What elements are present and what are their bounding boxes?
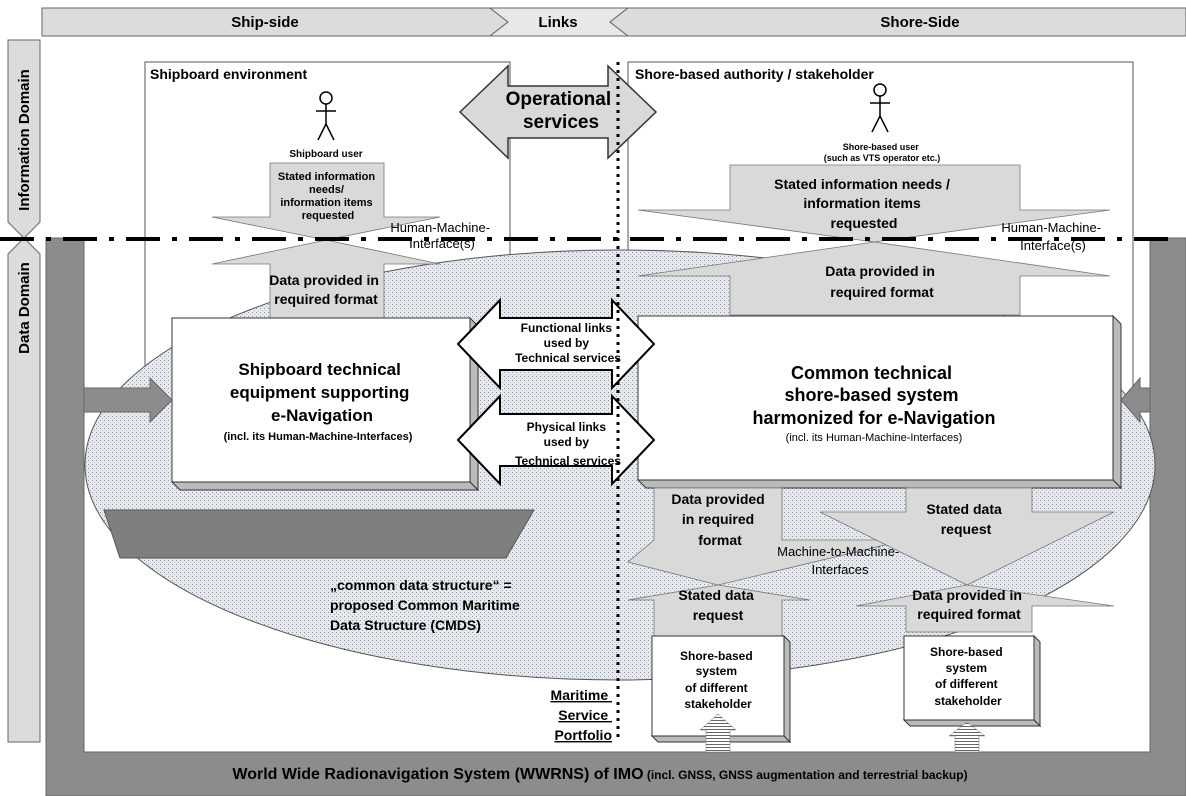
- stakeholder-box-right-text: Shore-based system of different stakehol…: [930, 645, 1006, 708]
- m2m-data-provided-down-text: Data provided in required format: [671, 491, 768, 548]
- functional-links-arrow: [456, 297, 656, 391]
- ship-side-label: Ship-side: [231, 14, 299, 31]
- m2m-stated-request-up-text: Stated data request: [678, 587, 757, 623]
- shore-user-label: Shore-based user (such as VTS operator e…: [824, 142, 941, 163]
- ship-hull: [103, 509, 535, 559]
- shore-side-banner: [609, 7, 1186, 37]
- ship-data-provided-text: Data provided in required format: [269, 272, 383, 307]
- shore-info-needs-text: Stated information needs / information i…: [774, 176, 954, 231]
- physical-links-arrow: [456, 393, 656, 487]
- right-wwrns-entry-arrow: [1120, 376, 1151, 424]
- shore-data-provided-text: Data provided in required format: [825, 263, 939, 300]
- shore-info-needs-arrow: [637, 164, 1111, 243]
- m2m-interfaces-label: Machine-to-Machine- Interfaces: [777, 544, 903, 577]
- stakeholder-box-left-text: Shore-based system of different stakehol…: [680, 649, 756, 711]
- data-domain-label: Data Domain: [16, 262, 33, 354]
- hmi-left-label: Human-Machine- Interface(s): [390, 220, 493, 251]
- information-domain-label: Information Domain: [16, 69, 33, 211]
- shore-environment-label: Shore-based authority / stakeholder: [635, 66, 874, 82]
- shipboard-equipment-box: [170, 316, 480, 492]
- m2m-data-provided-down-arrow: [627, 487, 907, 586]
- stakeholder-left-feed-arrow: [699, 713, 737, 753]
- shore-system-title: Common technical shore-based system harm…: [752, 363, 995, 428]
- m2m-stated-request-down-text: Stated data request: [926, 501, 1005, 537]
- header-bar: Ship-side Links Shore-Side: [41, 7, 1186, 37]
- m2m-data-provided-up-text: Data provided in required format: [912, 587, 1026, 622]
- shipboard-environment-label: Shipboard environment: [150, 66, 307, 82]
- left-wwrns-entry-arrow: [83, 376, 173, 424]
- operational-services-arrow: [458, 64, 658, 160]
- cmds-label: „common data structure“ = proposed Commo…: [330, 577, 524, 633]
- domain-bar: Information Domain Data Domain: [7, 39, 41, 743]
- functional-links-text: Functional links used by Technical servi…: [515, 321, 621, 365]
- shore-user-icon: [870, 83, 890, 133]
- stakeholder-right-feed-arrow: [948, 721, 986, 753]
- wwrns-label: World Wide Radionavigation System (WWRNS…: [232, 766, 967, 783]
- operational-services-label: Operational services: [506, 89, 617, 133]
- links-label: Links: [538, 14, 577, 31]
- hmi-right-label: Human-Machine- Interface(s): [1001, 220, 1104, 253]
- m2m-data-provided-up-arrow: [855, 584, 1115, 633]
- stakeholder-box-left: [650, 634, 792, 744]
- shipboard-user-icon: [316, 91, 336, 141]
- ship-info-needs-text: Stated information needs/ information it…: [278, 171, 378, 222]
- information-domain-banner: [7, 39, 41, 239]
- ship-info-needs-arrow: [211, 162, 441, 241]
- stakeholder-box-right: [902, 634, 1042, 728]
- maritime-service-portfolio-label: Maritime Service Portfolio: [551, 687, 612, 743]
- shore-system-box: [636, 314, 1123, 490]
- shore-system-note: (incl. its Human-Machine-Interfaces): [786, 432, 963, 444]
- shore-side-label: Shore-Side: [880, 14, 959, 31]
- shipboard-user-label: Shipboard user: [289, 149, 362, 160]
- physical-links-text: Physical links used by Technical service…: [515, 420, 621, 468]
- shipboard-equipment-note: (incl. its Human-Machine-Interfaces): [224, 431, 413, 443]
- shipboard-equipment-title: Shipboard technical equipment supporting…: [230, 360, 414, 425]
- shore-data-provided-arrow: [637, 241, 1111, 316]
- m2m-stated-request-down-arrow: [819, 487, 1115, 586]
